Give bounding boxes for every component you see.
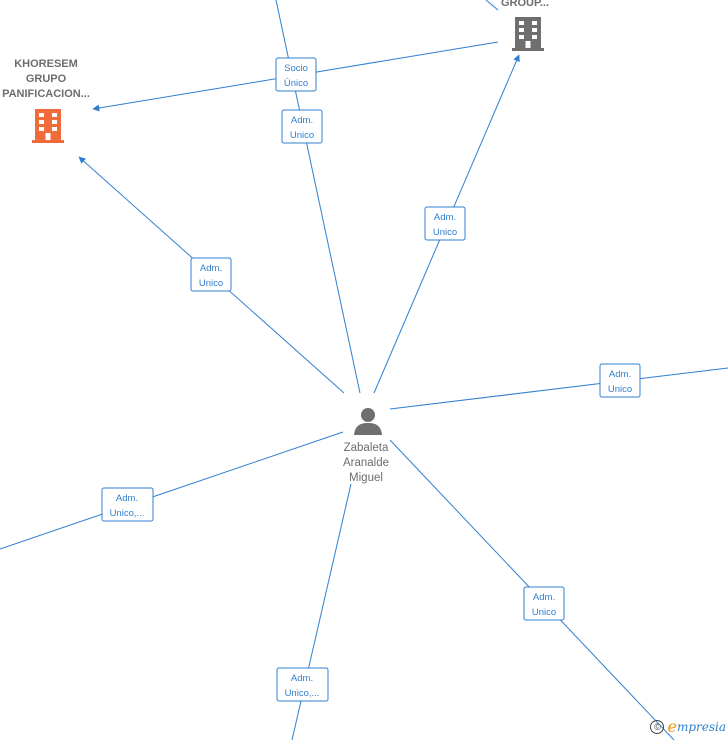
node-name-line: GRUPO [25, 73, 67, 85]
node-name-line: PANIFICACION... [2, 88, 90, 100]
edge-label-line-1: Adm. [434, 212, 456, 223]
building-icon[interactable] [512, 17, 544, 51]
edge-label-adm-khoresem[interactable]: Adm. Unico [190, 257, 232, 292]
copyright-icon: © [650, 719, 665, 734]
node-name-line: GROUP... [500, 0, 550, 9]
edge-person-to-bottom[interactable] [291, 483, 352, 740]
edge-label-line-2: Único [284, 78, 308, 89]
edge-label-line-2: Unico,... [285, 688, 320, 699]
node-name-line: Aranalde [342, 457, 390, 469]
edge-label-line-1: Adm. [291, 115, 313, 126]
group-node-name[interactable]: GROUP... [480, 0, 570, 11]
edge-group-to-top-stub [485, 0, 499, 11]
edge-label-line-1: Adm. [533, 592, 555, 603]
edge-label-line-1: Adm. [116, 493, 138, 504]
person-node-name[interactable]: Zabaleta Aranalde Miguel [328, 441, 404, 486]
edge-label-adm-top[interactable]: Adm. Unico [281, 109, 323, 144]
building-icon[interactable] [32, 109, 64, 143]
edge-label-line-1: Adm. [291, 673, 313, 684]
brand-initial: e [667, 717, 677, 736]
edge-label-line-1: Adm. [609, 369, 631, 380]
edge-label-line-2: Unico,... [110, 508, 145, 519]
edge-label-line-1: Socio [284, 63, 308, 74]
edge-label-adm-bottom-right[interactable]: Adm. Unico [523, 586, 565, 621]
node-name-line: Zabaleta [343, 442, 389, 454]
edge-label-line-2: Unico [608, 384, 632, 395]
edge-label-adm-bottom[interactable]: Adm. Unico,... [276, 667, 329, 702]
edge-label-line-1: Adm. [200, 263, 222, 274]
khoresem-node-name[interactable]: KHORESEM GRUPO PANIFICACION... [0, 57, 92, 102]
edge-label-line-2: Unico [433, 227, 457, 238]
edge-label-adm-group[interactable]: Adm. Unico [424, 206, 466, 241]
person-icon[interactable] [353, 406, 383, 436]
edge-label-line-2: Unico [290, 130, 314, 141]
node-name-line: KHORESEM [14, 58, 78, 70]
edge-person-to-left[interactable] [0, 431, 344, 550]
node-name-line: Miguel [349, 472, 383, 484]
edge-label-line-2: Unico [199, 278, 223, 289]
edge-label-socio[interactable]: Socio Único [275, 57, 317, 92]
edge-label-line-2: Unico [532, 607, 556, 618]
edge-person-to-right[interactable] [389, 367, 728, 410]
edge-label-adm-right[interactable]: Adm. Unico [599, 363, 641, 398]
edge-label-adm-left[interactable]: Adm. Unico,... [101, 487, 154, 522]
brand-name: mpresia [676, 719, 726, 734]
